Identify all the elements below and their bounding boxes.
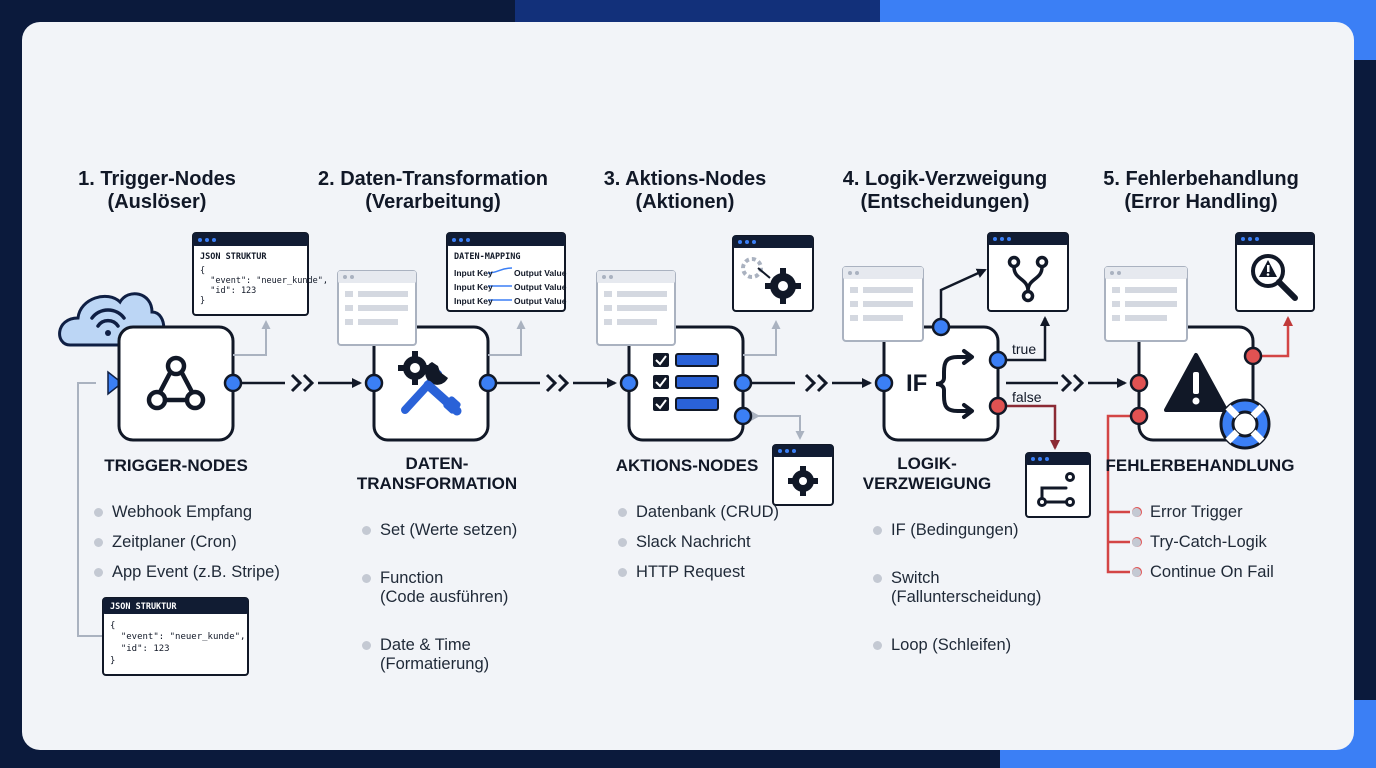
branch-false-label: false: [1012, 389, 1042, 405]
list-panel: [596, 270, 676, 346]
branch-connector: [939, 268, 1060, 450]
list-panel: [337, 270, 417, 346]
stage-title-5: 5. Fehlerbehandlung(Error Handling): [1103, 168, 1299, 213]
json-card-heading: JSON STRUKTUR: [110, 602, 177, 612]
stage-items-2: Set (Werte setzen) Function (Code ausfüh…: [362, 503, 517, 703]
json-structure-panel-bottom: [102, 597, 249, 676]
list-item: Webhook Empfang: [94, 503, 280, 522]
list-item: Try-Catch-Logik: [1132, 533, 1274, 552]
trigger-node[interactable]: [117, 325, 235, 442]
lifebuoy-icon: [1219, 398, 1271, 450]
mapping-output: Output Value: [514, 268, 567, 278]
error-connector: [1106, 316, 1293, 574]
fork-panel: [987, 232, 1069, 312]
flow-connector: [241, 373, 1127, 393]
mapping-output: Output Value: [514, 282, 567, 292]
list-item: Continue On Fail: [1132, 563, 1274, 582]
list-item: Datenbank (CRUD): [618, 503, 779, 522]
settings-panel: [772, 444, 834, 506]
node-ports[interactable]: [223, 317, 1263, 426]
json-card-line: "id": 123: [200, 286, 257, 296]
json-card-line: {: [110, 621, 116, 631]
list-item: Switch (Fallunterscheidung): [873, 569, 1041, 607]
list-item: Loop (Schleifen): [873, 636, 1041, 655]
stage-items-4: IF (Bedingungen) Switch (Fallunterscheid…: [873, 503, 1041, 684]
list-item: App Event (z.B. Stripe): [94, 563, 280, 582]
mapping-output: Output Value: [514, 296, 567, 306]
node-name-2: DATEN-TRANSFORMATION: [356, 454, 518, 493]
node-name-4: LOGIK-VERZWEIGUNG: [862, 454, 992, 493]
json-card-line: "id": 123: [110, 644, 170, 654]
list-item: Error Trigger: [1132, 503, 1274, 522]
node-name-5: FEHLERBEHANDLUNG: [1105, 456, 1295, 475]
list-item: Zeitplaner (Cron): [94, 533, 280, 552]
if-label: IF: [906, 370, 928, 397]
stage-title-3: 3. Aktions-Nodes(Aktionen): [603, 168, 767, 213]
json-card-line: }: [110, 656, 116, 666]
stage-items-1: Webhook Empfang Zeitplaner (Cron) App Ev…: [94, 503, 280, 593]
warning-icon: [1164, 353, 1228, 412]
mapping-input: Input Key: [454, 296, 493, 306]
json-structure-panel: [192, 232, 309, 316]
list-item: Function (Code ausführen): [362, 569, 517, 607]
mapping-card-heading: DATEN-MAPPING: [454, 252, 521, 262]
stage-title-2: 2. Daten-Transformation(Verarbeitung): [317, 168, 549, 213]
json-card-line: "event": "neuer_kunde",: [110, 632, 246, 642]
stage-title-4: 4. Logik-Verzweigung(Entscheidungen): [842, 168, 1048, 213]
panel-connector: [233, 320, 805, 440]
branch-true-label: true: [1012, 341, 1037, 357]
node-name-3: AKTIONS-NODES: [615, 456, 759, 475]
mapping-input: Input Key: [454, 282, 493, 292]
stage-items-3: Datenbank (CRUD) Slack Nachricht HTTP Re…: [618, 503, 779, 593]
json-card-heading: JSON STRUKTUR: [200, 252, 267, 262]
list-panel: [842, 266, 924, 342]
list-panel: [1104, 266, 1188, 342]
error-search-panel: [1235, 232, 1315, 312]
json-card-line: {: [200, 266, 206, 276]
json-card-line: }: [200, 296, 206, 306]
list-item: IF (Bedingungen): [873, 521, 1041, 540]
settings-panel: [732, 235, 814, 312]
gear-wrench-icon: [398, 351, 462, 416]
mapping-input: Input Key: [454, 268, 493, 278]
list-item: Set (Werte setzen): [362, 521, 517, 540]
list-item: Slack Nachricht: [618, 533, 779, 552]
node-name-1: TRIGGER-NODES: [104, 456, 248, 475]
stage-title-1: 1. Trigger-Nodes(Auslöser): [78, 168, 236, 213]
stage-items-5: Error Trigger Try-Catch-Logik Continue O…: [1132, 503, 1274, 593]
branch-icon: [935, 349, 974, 419]
data-mapping-panel: [446, 232, 566, 312]
list-item: Date & Time (Formatierung): [362, 636, 517, 674]
checklist-icon: [653, 353, 719, 411]
json-card-line: "event": "neuer_kunde",: [200, 276, 328, 286]
branch-panel: [1025, 452, 1091, 518]
list-item: HTTP Request: [618, 563, 779, 582]
webhook-icon: [146, 355, 206, 411]
